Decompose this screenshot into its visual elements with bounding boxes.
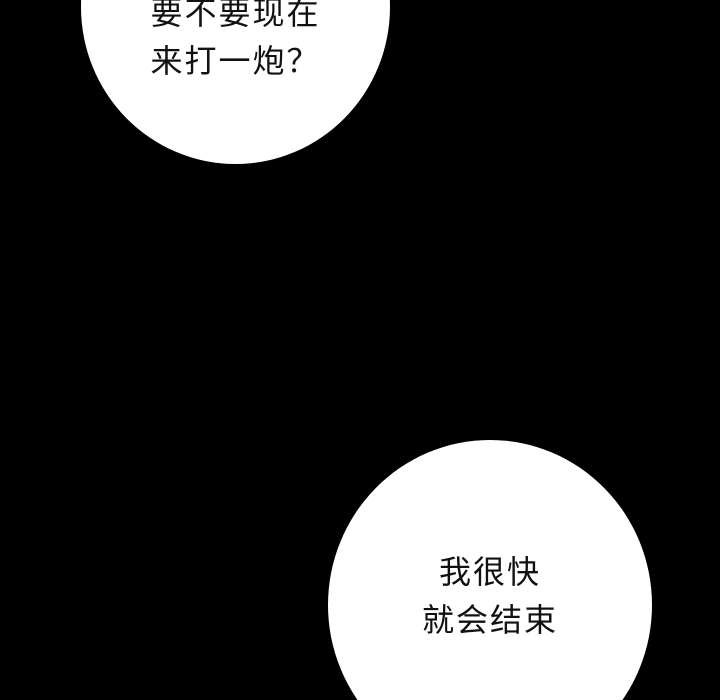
speech-bubble-text: 要不要现在 来打一炮？ xyxy=(81,0,390,85)
speech-line: 来打一炮？ xyxy=(150,42,321,80)
speech-bubble-text: 我很快 就会结束 xyxy=(328,548,652,644)
speech-bubble-top: 要不要现在 来打一炮？ xyxy=(81,0,390,164)
speech-line: 要不要现在 xyxy=(150,0,321,32)
speech-line: 就会结束 xyxy=(421,601,558,639)
speech-line: 我很快 xyxy=(438,553,541,591)
speech-bubble-bottom: 我很快 就会结束 xyxy=(328,440,652,700)
